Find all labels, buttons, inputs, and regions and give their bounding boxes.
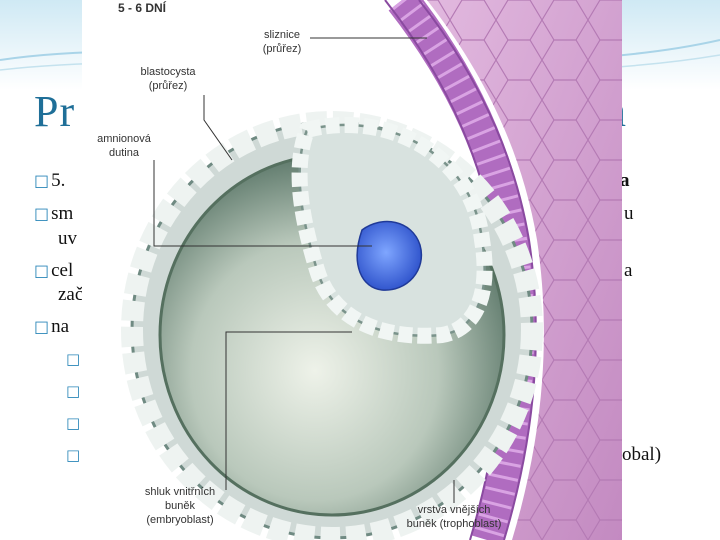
bullet-icon: □: [34, 171, 50, 190]
figure-heading: 5 - 6 DNÍ: [118, 0, 167, 15]
sub-bullet-2: □: [66, 380, 80, 402]
bullet-2-tail: u: [624, 203, 634, 224]
bullet-2-cont: uv: [58, 228, 77, 249]
leader-blastocysta: [203, 95, 233, 161]
leader-shluk: [225, 331, 352, 490]
bullet-3-tail: a: [624, 260, 633, 281]
trophoblast-cells: [121, 111, 543, 540]
bullet-icon: □: [34, 261, 50, 280]
amnion-cavity: [356, 220, 423, 291]
epithelium-basal-edge: [418, 0, 537, 540]
blastocyst-figure: 5 - 6 DNÍ sliznice (průřez) blastocysta …: [82, 0, 622, 540]
bullet-icon: □: [34, 204, 50, 223]
label-vrstva: vrstva vnějších: [418, 504, 491, 516]
label-amnion: amnionová: [97, 133, 152, 145]
heading-backdrop: [117, 0, 227, 18]
label-sliznice-sub: (průřez): [263, 43, 302, 55]
bullet-3-cont: zač: [58, 284, 84, 305]
bullet-1-tail: a: [620, 170, 630, 191]
sub-bullet-icon: □: [66, 414, 81, 432]
label-blastocysta: blastocysta: [140, 66, 196, 78]
embryoblast-cells: [291, 116, 493, 344]
label-shluk-sub: buněk: [165, 500, 195, 512]
sub-bullet-4-tail: obal): [622, 444, 662, 465]
label-shluk: shluk vnitřních: [145, 486, 215, 498]
sub-bullet-icon: □: [66, 350, 81, 368]
sub-bullet-4: □: [66, 444, 80, 466]
bullet-3: □cel: [34, 260, 74, 281]
bullet-2: □sm: [34, 203, 74, 224]
sub-bullet-1: □: [66, 348, 80, 370]
label-amnion-sub: dutina: [109, 147, 140, 159]
label-sliznice: sliznice: [264, 29, 300, 41]
uterine-cell-pattern: [427, 0, 622, 540]
leader-amnion: [153, 160, 372, 247]
bullet-icon: □: [34, 317, 50, 336]
slide-title: Pr n: [34, 86, 626, 137]
bullet-1: □5.: [34, 170, 66, 191]
label-shluk-sub2: (embryoblast): [146, 514, 213, 526]
sub-bullet-icon: □: [66, 446, 81, 464]
blastocyst-illustration: 5 - 6 DNÍ sliznice (průřez) blastocysta …: [82, 0, 622, 540]
label-vrstva-sub: buněk (trophoblast): [407, 518, 502, 530]
sub-bullet-3: □: [66, 412, 80, 434]
label-blastocysta-sub: (průřez): [149, 80, 188, 92]
sub-bullet-icon: □: [66, 382, 81, 400]
slide-title-left: Pr: [34, 87, 76, 136]
bullet-4: □na: [34, 316, 70, 337]
